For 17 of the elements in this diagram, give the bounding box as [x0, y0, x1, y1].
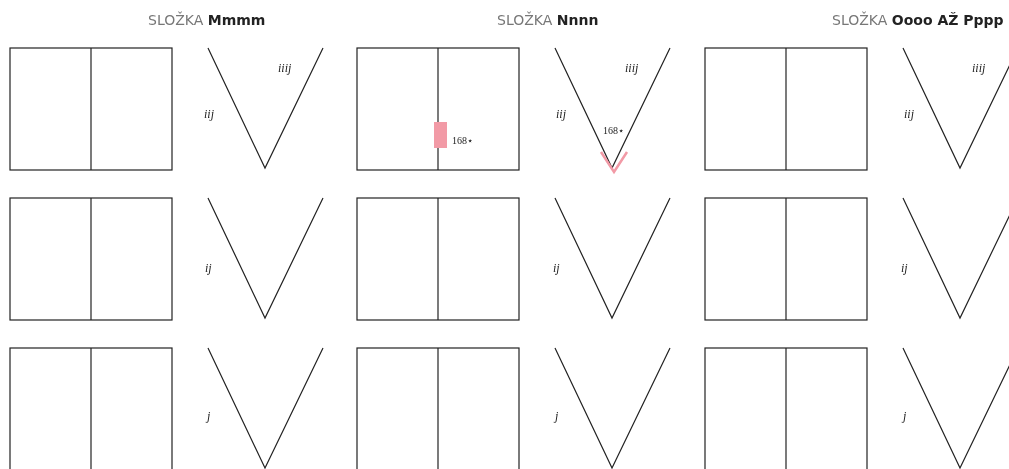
- page-label: iiij: [972, 62, 986, 74]
- page-label: iij: [556, 108, 566, 120]
- page-label: j: [555, 410, 559, 422]
- page-label: iij: [904, 108, 914, 120]
- page-label: iiij: [625, 62, 639, 74]
- page-label: ij: [553, 262, 560, 274]
- page-label: iij: [204, 108, 214, 120]
- page-label: iiij: [278, 62, 292, 74]
- section-heading: SLOŽKA Mmmm: [148, 13, 266, 27]
- page-number: 168⋆: [603, 126, 624, 136]
- section-heading: SLOŽKA Nnnn: [497, 13, 599, 27]
- section-heading: SLOŽKA Oooo AŽ Pppp: [832, 13, 1004, 27]
- page-label: ij: [901, 262, 908, 274]
- page-number: 168⋆: [452, 136, 473, 146]
- page-label: ij: [205, 262, 212, 274]
- page-label: j: [903, 410, 907, 422]
- page-label: j: [207, 410, 211, 422]
